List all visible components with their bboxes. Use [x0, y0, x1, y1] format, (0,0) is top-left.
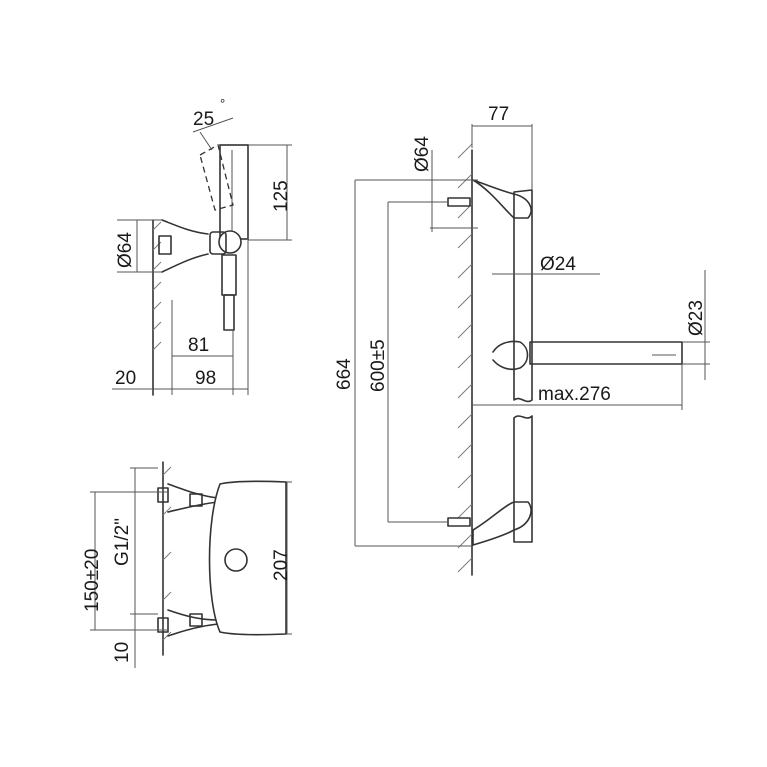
side-wall-offset-label: 20 [115, 368, 136, 389]
front-thread-label: G1/2" [112, 518, 133, 566]
rail-view: Ø64 77 Ø24 664 600±5 Ø23 max.276 [334, 104, 710, 576]
hose-diameter-label: Ø23 [686, 300, 707, 336]
front-view-dimension-lines [90, 467, 292, 668]
rail-view-bar [447, 179, 683, 546]
front-view-mixer-body [157, 480, 287, 637]
rail-pipe-diameter-label: Ø24 [540, 254, 576, 275]
front-bottom-label: 10 [112, 642, 133, 663]
side-diameter-label: Ø64 [115, 232, 136, 268]
front-height-label: 207 [271, 549, 292, 581]
side-view-dimension-lines [112, 117, 292, 395]
front-spacing-label: 150±20 [82, 549, 103, 612]
side-view-mixer-body [158, 144, 249, 331]
front-view: 150±20 G1/2" 207 10 [82, 461, 292, 668]
side-view: 25 ° 125 Ø64 81 20 98 [112, 96, 292, 396]
side-height-label: 125 [271, 180, 292, 212]
rail-top-width-label: 77 [488, 104, 509, 125]
rail-center-distance-label: 600±5 [368, 339, 389, 392]
side-angle-label: 25 [193, 109, 214, 130]
rail-total-height-label: 664 [334, 358, 355, 390]
hose-max-length-label: max.276 [538, 384, 611, 405]
side-degree-mark: ° [220, 96, 225, 111]
rail-view-wall [457, 143, 473, 576]
rail-view-dimension-lines [354, 124, 710, 547]
side-depth-inner-label: 81 [188, 335, 209, 356]
rail-bracket-diameter-label: Ø64 [412, 136, 433, 172]
front-view-wall [162, 461, 172, 656]
side-view-wall [152, 219, 162, 396]
side-depth-total-label: 98 [195, 368, 216, 389]
